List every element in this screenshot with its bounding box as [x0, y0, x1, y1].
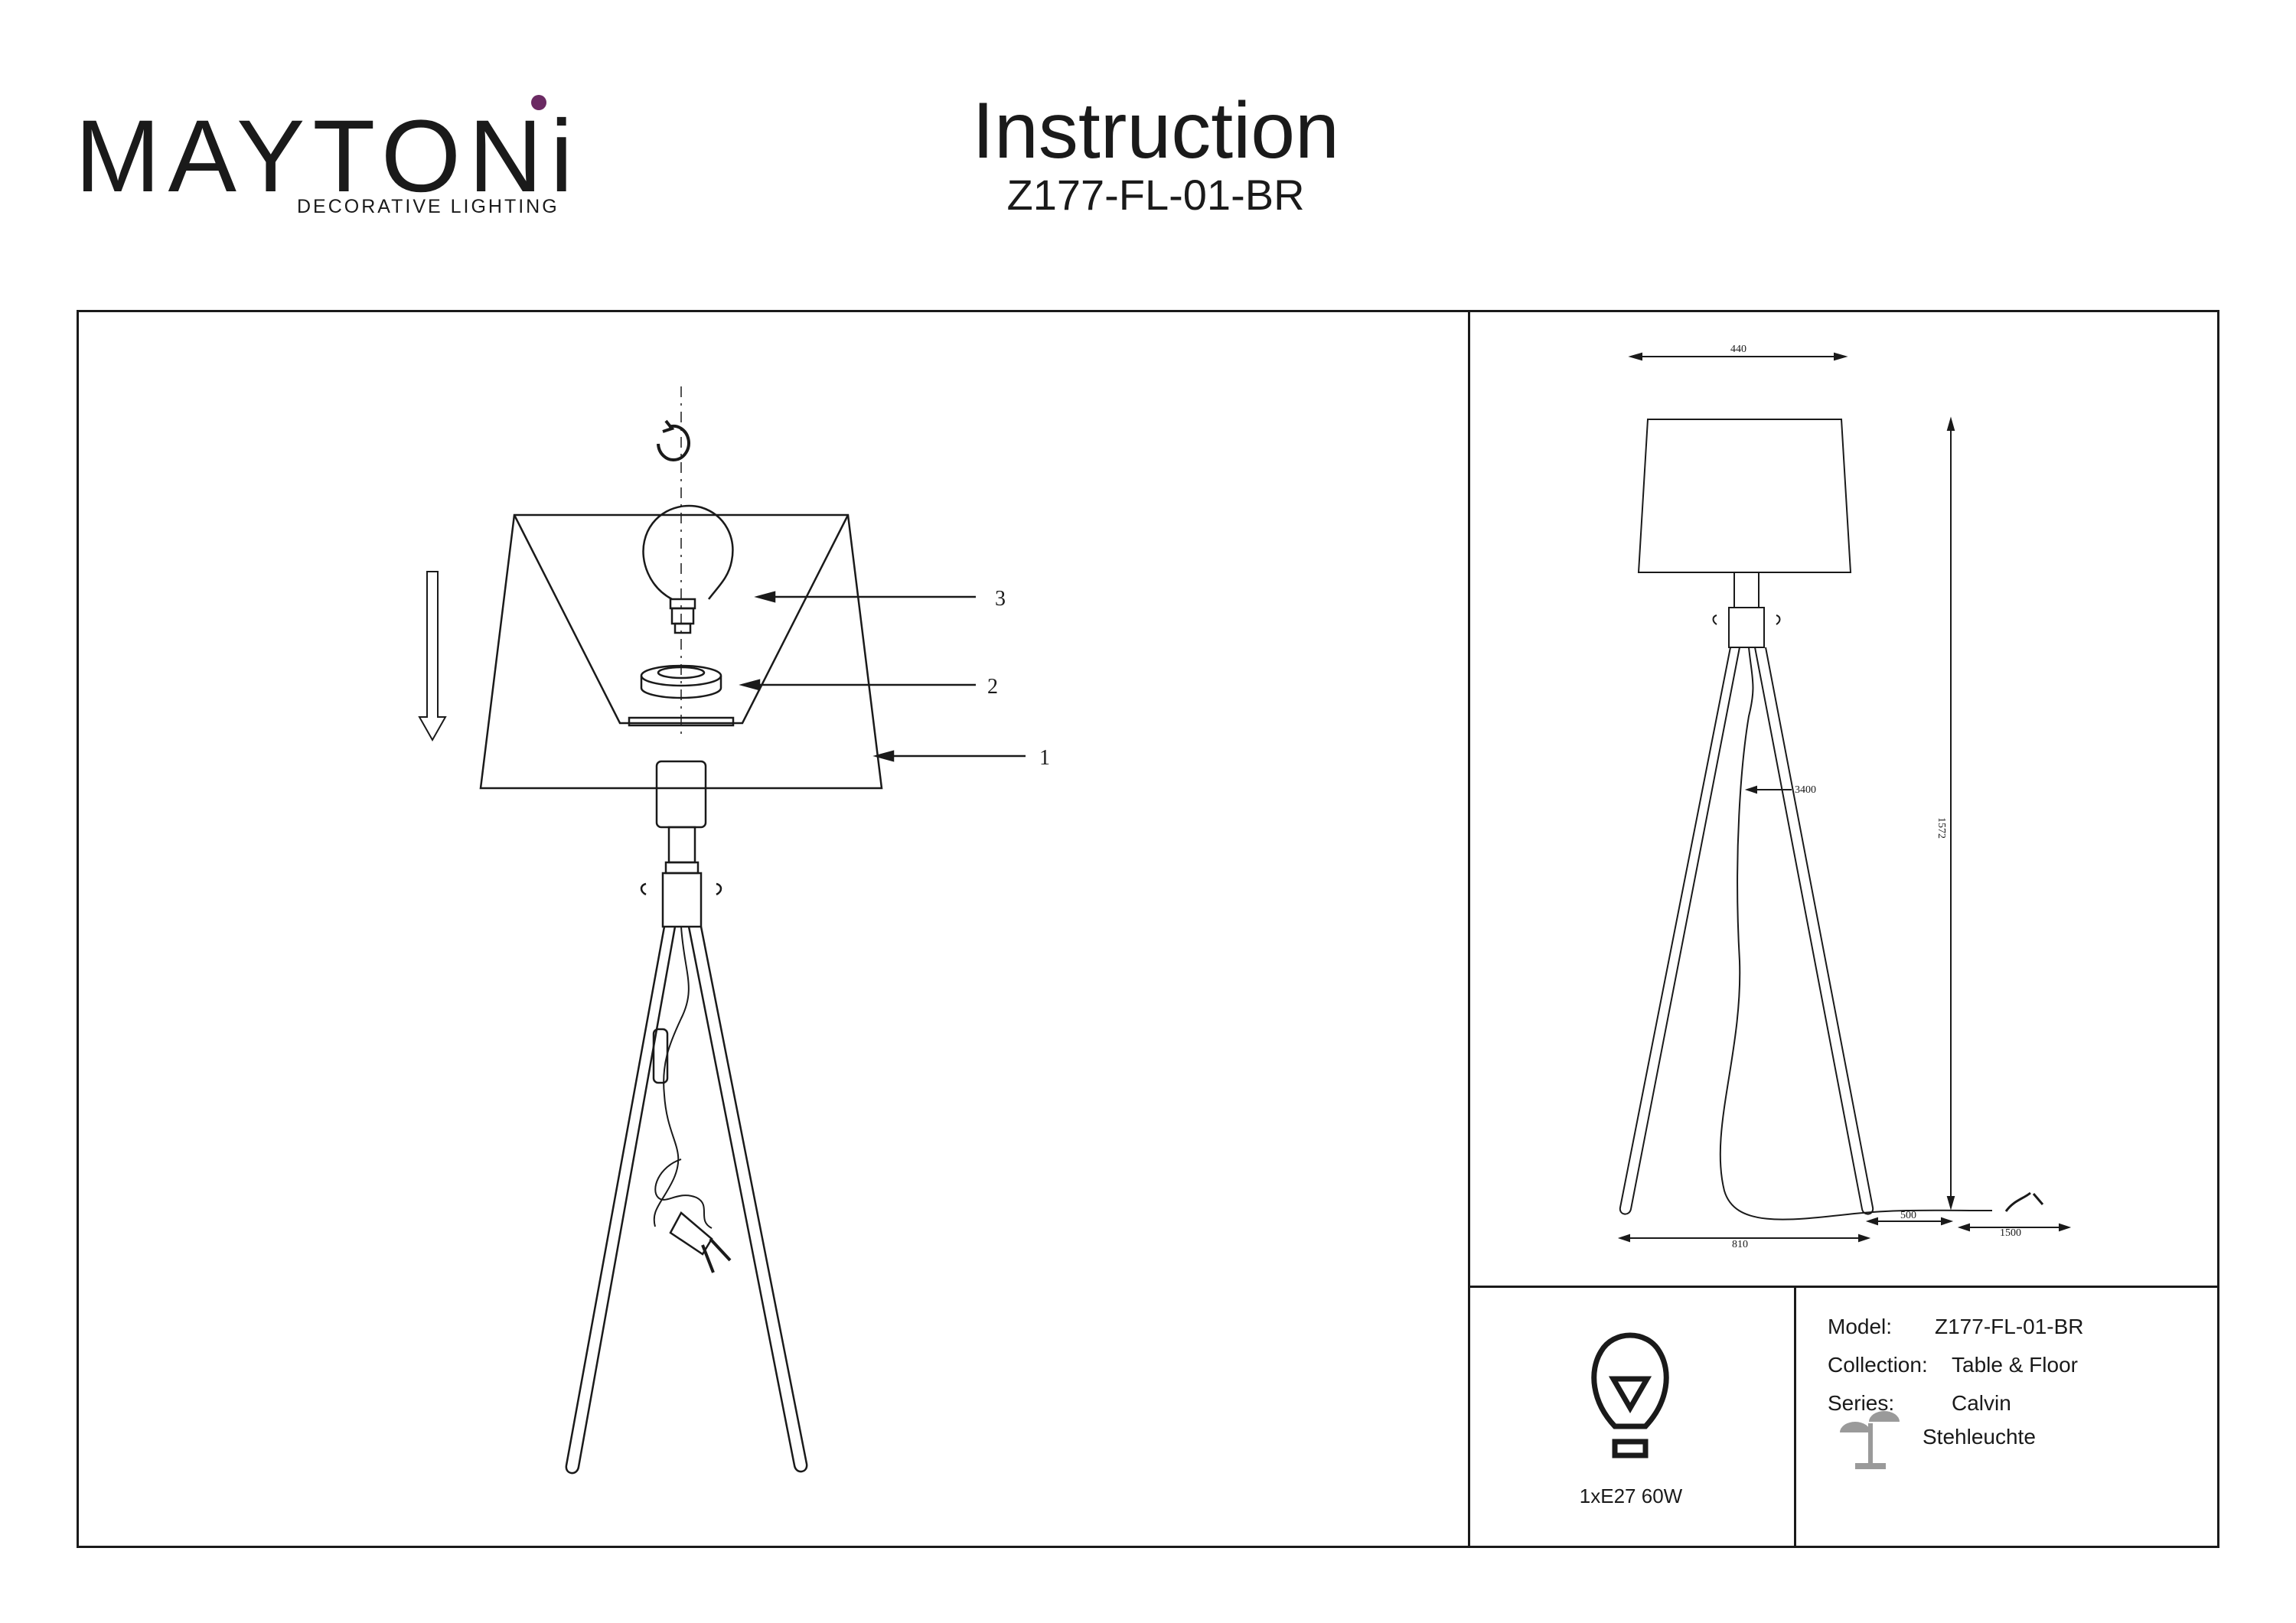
type-value: Stehleuchte	[1923, 1425, 2036, 1449]
callout-2: 2	[987, 675, 998, 699]
logo-accent-dot	[531, 95, 546, 110]
dimension-diagram: 440 1572 3400 810 500 1500	[1617, 344, 2072, 1250]
dim-cord-2-label: 1500	[2000, 1227, 2021, 1239]
dim-shade-width-label: 440	[1730, 344, 1746, 355]
dim-base-label: 810	[1732, 1239, 1748, 1250]
shade-inner-cone	[513, 514, 850, 725]
collection-value: Table & Floor	[1952, 1353, 2078, 1377]
tripod-leg-right	[687, 926, 808, 1473]
shade-ring	[628, 716, 735, 727]
tripod-head	[661, 872, 703, 928]
collection-label: Collection:	[1828, 1353, 1928, 1377]
dimension-leg-right	[1754, 647, 1874, 1215]
series-label: Series:	[1828, 1391, 1895, 1415]
assembly-diagram: 3 2 1	[418, 386, 1050, 1475]
brand-logo-text: MAYTONi	[75, 99, 581, 213]
model-code-heading: Z177-FL-01-BR	[1006, 171, 1305, 219]
floor-lamp-icon	[1840, 1411, 1900, 1469]
instruction-frame	[77, 310, 2219, 1548]
bulb-icon	[1591, 1332, 1669, 1458]
callout-1: 1	[1039, 746, 1050, 770]
page-title: Instruction	[972, 86, 1339, 175]
dimension-tripod-head	[1728, 607, 1765, 648]
down-arrow-icon	[418, 571, 447, 742]
lamp-shade	[479, 513, 883, 790]
dimension-leg-left	[1619, 647, 1740, 1215]
lamp-holder	[655, 760, 707, 829]
dimension-lamp-shade	[1637, 419, 1852, 573]
cable-switch	[652, 1028, 669, 1084]
power-cable	[653, 926, 690, 1227]
dim-height-label: 1572	[1936, 817, 1947, 839]
panel-divider-horizontal	[1468, 1286, 2219, 1288]
model-value: Z177-FL-01-BR	[1935, 1315, 2084, 1338]
model-label: Model:	[1828, 1315, 1893, 1338]
panel-divider-vertical	[1468, 310, 1470, 1548]
dimension-cable	[1719, 647, 1993, 1221]
power-plug	[669, 1211, 713, 1256]
dim-cable-label: 3400	[1795, 784, 1816, 796]
series-value: Calvin	[1952, 1391, 2011, 1415]
tripod-leg-left	[565, 926, 677, 1475]
brand-tagline: DECORATIVE LIGHTING	[297, 196, 559, 217]
dim-cord-1-label: 500	[1900, 1210, 1916, 1221]
bulb-spec: 1xE27 60W	[1579, 1484, 1683, 1507]
rotate-arrow-icon	[657, 425, 690, 461]
callout-3: 3	[995, 587, 1006, 611]
info-divider-vertical	[1794, 1286, 1796, 1548]
bulb-outline	[642, 504, 734, 601]
